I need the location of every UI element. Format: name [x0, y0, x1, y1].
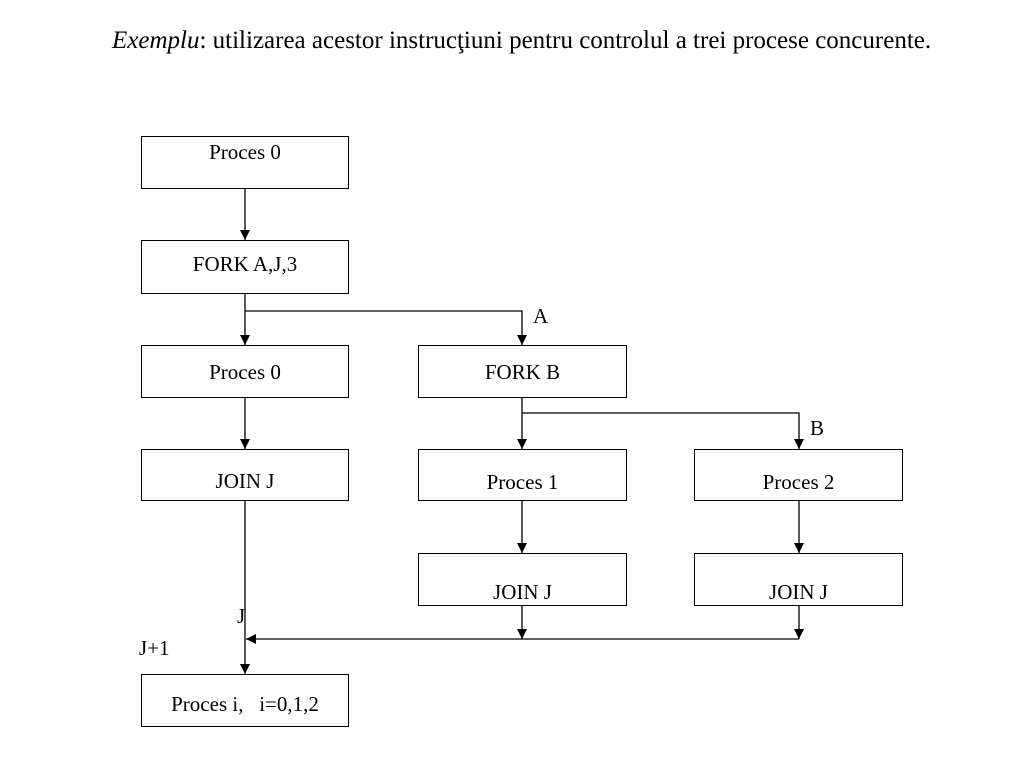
box-fork-a: FORK A,J,3 [141, 240, 349, 294]
box-join-mid: JOIN J [418, 553, 627, 606]
branch-a-connector [245, 310, 527, 345]
box-proces0-mid: Proces 0 [141, 345, 349, 398]
box-proces2: Proces 2 [694, 449, 903, 501]
box-proces0-top: Proces 0 [141, 136, 349, 189]
box-proces-final: Proces i, i=0,1,2 [141, 674, 349, 727]
box-proces1: Proces 1 [418, 449, 627, 501]
intro-text: : utilizarea acestor instrucţiuni pentru… [199, 27, 932, 54]
intro-emphasis: Exemplu [112, 27, 200, 54]
label-a: A [533, 304, 549, 328]
label-b: B [810, 416, 825, 440]
intro-paragraph: Exemplu: utilizarea acestor instrucţiuni… [12, 24, 1012, 58]
box-fork-b: FORK B [418, 345, 627, 398]
box-join-left: JOIN J [141, 449, 349, 501]
label-j: J [237, 604, 246, 628]
branch-b-connector [522, 412, 804, 449]
box-join-right: JOIN J [694, 553, 903, 606]
label-j-plus-1: J+1 [139, 636, 170, 660]
